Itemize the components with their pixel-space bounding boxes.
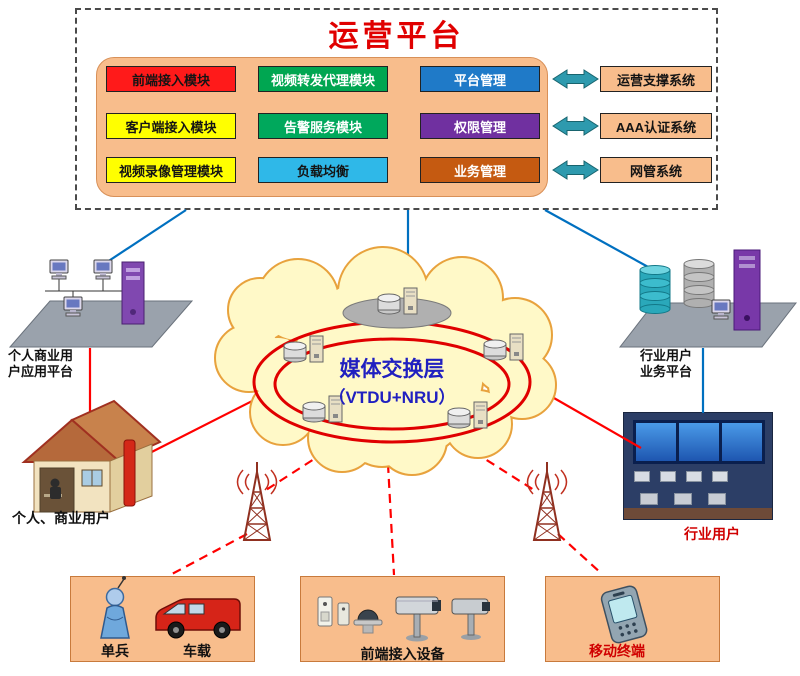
top-node-base [342, 297, 452, 329]
system-operation-support: 运营支撑系统 [600, 66, 712, 92]
module-platform-mgmt: 平台管理 [420, 66, 540, 92]
module-load-balance: 负载均衡 [258, 157, 388, 183]
antenna-tower-icon [236, 461, 278, 541]
database-cylinders-icon [683, 259, 715, 308]
computer-icon [49, 259, 69, 280]
house-icon [21, 399, 162, 513]
module-video-forward-proxy: 视频转发代理模块 [258, 66, 388, 92]
module-frontend-access: 前端接入模块 [106, 66, 236, 92]
cloud-title: 媒体交换层 （VTDU+NRU） [282, 353, 502, 408]
server-tower-icon [121, 261, 145, 325]
computer-icon [93, 259, 113, 280]
module-business-mgmt: 业务管理 [420, 157, 540, 183]
cloud-title-line2: （VTDU+NRU） [328, 388, 456, 407]
label-right-users: 行业用户 [684, 526, 740, 542]
label-soldier: 单兵 [101, 643, 129, 659]
module-alarm-service: 告警服务模块 [258, 113, 388, 139]
database-cylinders-icon [639, 265, 671, 314]
system-aaa-auth: AAA认证系统 [600, 113, 712, 139]
workstation-row [634, 471, 766, 482]
label-left-platform: 个人商业用户应用平台 [8, 348, 74, 380]
computer-icon [63, 296, 83, 317]
label-frontend-devices: 前端接入设备 [360, 646, 445, 662]
right-platform-graphic [618, 249, 798, 348]
page-title: 运营平台 [328, 20, 465, 53]
module-client-access: 客户端接入模块 [106, 113, 236, 139]
video-wall [633, 420, 765, 464]
label-vehicle: 车载 [183, 643, 211, 659]
label-mobile-terminal: 移动终端 [589, 643, 645, 659]
box-field-units [70, 576, 255, 662]
label-left-users: 个人、商业用户 [12, 510, 110, 526]
monitoring-room-image [623, 412, 773, 520]
module-permission-mgmt: 权限管理 [420, 113, 540, 139]
operations-platform-frame [75, 8, 718, 210]
computer-icon [711, 299, 731, 320]
workstation-row [640, 493, 760, 505]
system-network-mgmt: 网管系统 [600, 157, 712, 183]
module-video-record-mgmt: 视频录像管理模块 [106, 157, 236, 183]
label-right-platform: 行业用户业务平台 [640, 348, 693, 380]
left-platform-graphic [8, 259, 194, 348]
server-tower-icon [733, 249, 761, 331]
antenna-tower-icon [526, 461, 568, 541]
server-icon [377, 287, 418, 315]
room-floor [624, 508, 772, 519]
cloud-title-line1: 媒体交换层 [339, 358, 445, 381]
